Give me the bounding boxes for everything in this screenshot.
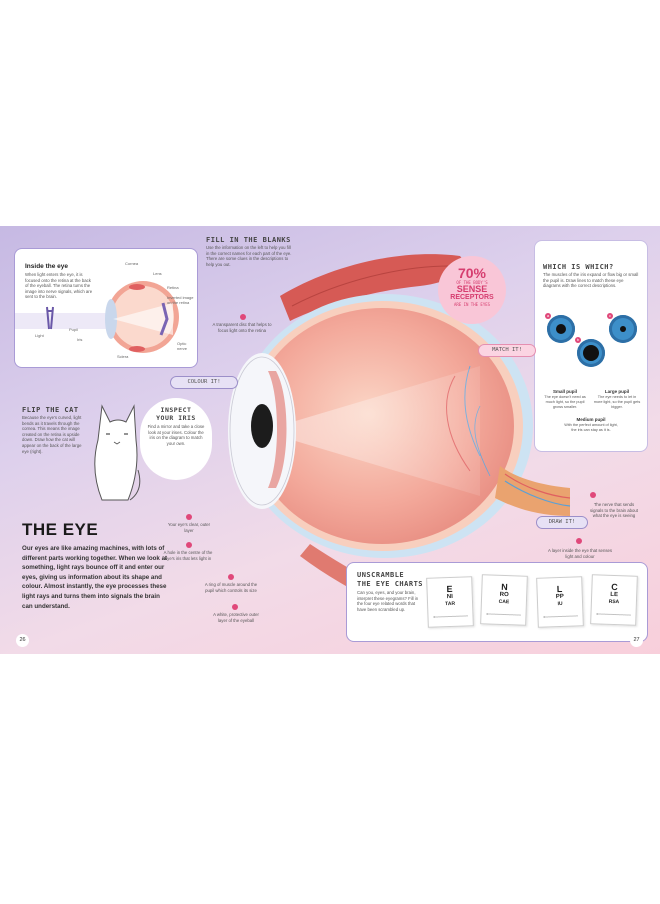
match-it-pill: MATCH IT! [478,344,536,357]
iris-c-icon [609,315,637,343]
label-sclera: Sclera [117,354,129,359]
stat-line1: OF THE BODY'S [456,280,488,285]
which-is-which-card: WHICH IS WHICH? The muscles of the iris … [534,240,648,452]
pin-label-3 [186,542,192,548]
fill-blanks-text: Use the information on the left to help … [206,245,292,267]
pin-label-1 [240,314,246,320]
draw-it-pill: DRAW IT! [536,516,588,529]
inspect-iris-title-1: INSPECT [160,406,192,414]
eye-illustration [228,254,571,626]
inside-eye-text: When light enters the eye, it is focused… [25,272,93,300]
small-pupil-title: Small pupil [552,389,577,394]
unscramble-card: UNSCRAMBLE THE EYE CHARTS Can you, eyes,… [346,562,648,642]
inside-eye-card: Inside the eye When light enters the eye… [14,248,198,368]
tile-1-bot: TAR [445,600,456,608]
stat-line4: ARE IN THE EYES [453,302,491,307]
label-blank-5: A white, protective outer layer of the e… [213,612,259,623]
pin-label-6 [590,492,596,498]
page-number-right: 27 [630,634,643,647]
tile-3-bot: IU [557,600,563,608]
label-pupil: Pupil [69,327,78,332]
label-blank-4: A ring of muscle around the pupil which … [204,582,258,593]
stat-circle: 70% OF THE BODY'S SENSE RECEPTORS ARE IN… [438,256,506,324]
cat-drawing [94,404,141,501]
label-optic: Optic nerve [177,341,188,351]
the-eye-title: THE EYE [22,520,99,539]
eye-muscle-top [280,254,464,321]
pin-label-4 [228,574,234,580]
colour-it-pill: COLOUR IT! [170,376,238,389]
small-eye-diagram [15,281,179,353]
unscramble-title-2: THE EYE CHARTS [357,580,424,588]
large-pupil-text: The eye needs to let in more light, so t… [593,395,641,409]
pin-label-2 [186,514,192,520]
medium-pupil-text: With the perfect amount of light, the ir… [564,423,618,432]
iris-a-icon [547,315,575,343]
the-eye-text: Our eyes are like amazing machines, with… [22,545,168,610]
stat-percent: 70% [457,265,487,281]
inspect-iris-bubble [140,398,212,480]
medium-pupil-title: Medium pupil [576,417,606,422]
pin-c: c [607,313,613,319]
optic-nerve [495,466,570,516]
label-blank-3: A hole in the centre of the eye's iris t… [163,550,213,561]
tile-2-bot: CAE [498,598,510,606]
iris-b-icon [577,339,605,367]
tile-4-bot: RSA [608,598,620,606]
pupil [251,404,273,448]
label-blank-1: A transparent disc that helps to focus l… [212,322,272,333]
tile-1-answer-line[interactable] [433,615,468,618]
unscramble-text: Can you, eyes, and your brain, interpret… [357,590,419,612]
inside-eye-title: Inside the eye [25,263,68,270]
eye-chart-tile-4: C LE RSA [590,574,638,626]
flip-cat-title: FLIP THE CAT [22,406,79,414]
pin-label-5 [232,604,238,610]
eye-chart-tile-2: N RO CAE [480,574,528,626]
label-cornea: Cornea [125,261,139,266]
inspect-iris-text: Find a mirror and take a close look at y… [147,424,205,446]
fill-blanks-title: FILL IN THE BLANKS [206,236,291,244]
tile-4-answer-line[interactable] [596,613,631,616]
iris [268,371,287,488]
eye-chart-tile-3: L PP IU [536,576,584,628]
label-lens: Lens [153,271,162,276]
label-blank-7: A layer inside the eye that senses light… [548,548,613,559]
small-pupil-text: The eye doesn't need as much light, so t… [544,395,586,409]
label-retina: Retina [167,285,179,290]
stat-line3: RECEPTORS [450,294,494,301]
label-iris: Iris [77,337,83,342]
stat-line2: SENSE [456,284,488,294]
which-text: The muscles of the iris expand or flow b… [543,272,639,289]
inspect-iris-title-2: YOUR IRIS [156,414,196,422]
pin-a: a [545,313,551,319]
label-inverted: Inverted image on the retina [167,295,194,305]
eye-chart-tile-1: E NI TAR [426,576,474,628]
page-number-left: 26 [16,634,29,647]
pin-label-7 [576,538,582,544]
label-blank-6: The nerve that sends signals to the brai… [589,502,638,519]
large-pupil-title: Large pupil [604,389,630,394]
book-spread: Inside the eye When light enters the eye… [0,226,660,654]
which-title: WHICH IS WHICH? [543,263,614,271]
label-light: Light [35,333,44,338]
tile-3-answer-line[interactable] [543,615,578,618]
flip-cat-text: Because the eye's curved, light bends as… [22,415,82,454]
unscramble-title-1: UNSCRAMBLE [357,571,405,579]
tile-2-answer-line[interactable] [486,613,521,616]
pin-b: b [575,337,581,343]
label-blank-2: Your eye's clear, outer layer [167,522,211,533]
